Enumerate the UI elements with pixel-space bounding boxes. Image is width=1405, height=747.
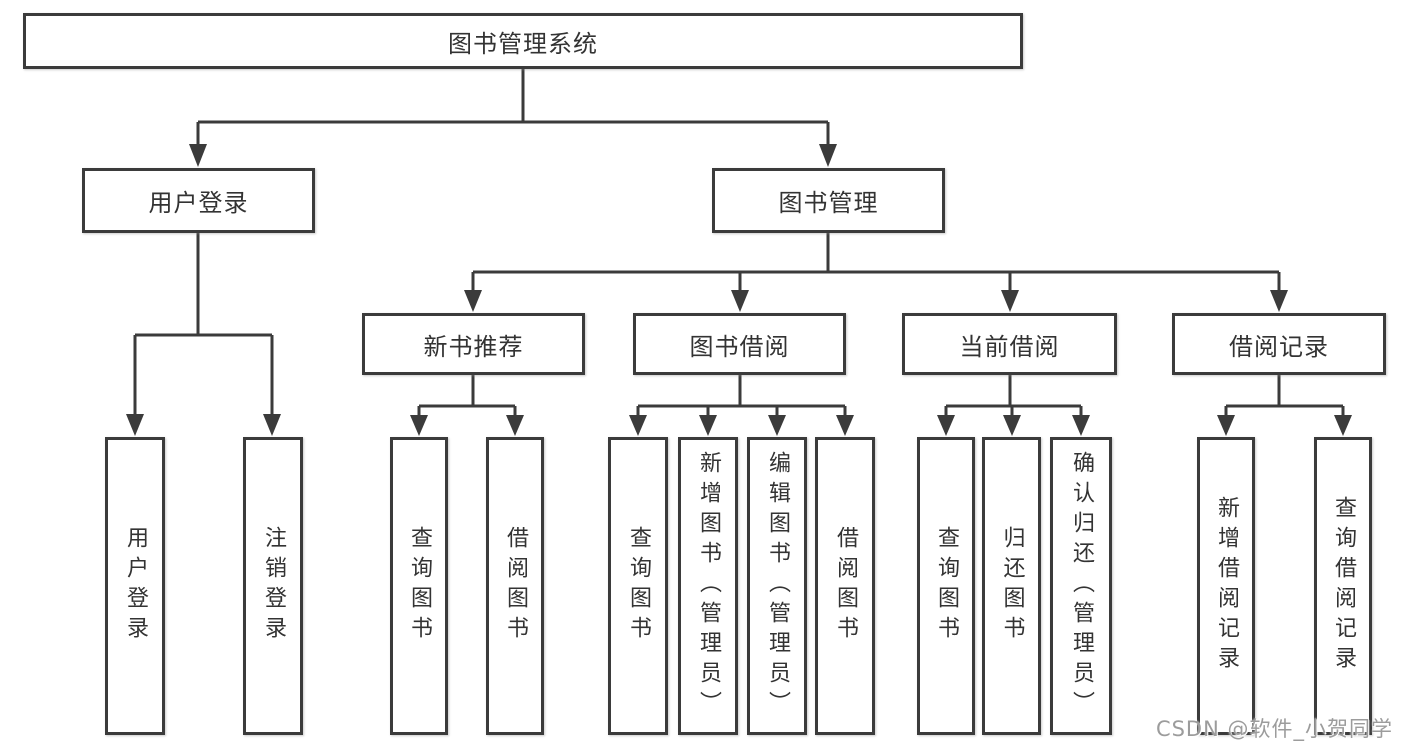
leaf-recommend-query-books: 查询图书 xyxy=(390,437,448,735)
arrowheads xyxy=(126,144,1352,436)
node-current-borrow: 当前借阅 xyxy=(902,313,1117,375)
leaf-records-add-record: 新增借阅记录 xyxy=(1197,437,1255,735)
leaf-records-query-record: 查询借阅记录 xyxy=(1314,437,1372,735)
leaf-login-logout: 注销登录 xyxy=(243,437,303,735)
node-book-manage: 图书管理 xyxy=(712,168,945,233)
node-new-book-recommend: 新书推荐 xyxy=(362,313,585,375)
leaf-borrow-borrow-books: 借阅图书 xyxy=(815,437,875,735)
leaf-login-user-login: 用户登录 xyxy=(105,437,165,735)
leaf-current-confirm-return-admin: 确认归还（管理员） xyxy=(1050,437,1112,735)
leaf-current-query-books: 查询图书 xyxy=(917,437,975,735)
csdn-watermark: CSDN @软件_小贺同学 xyxy=(1155,717,1393,741)
node-borrow-records: 借阅记录 xyxy=(1172,313,1386,375)
node-book-borrow: 图书借阅 xyxy=(633,313,846,375)
leaf-borrow-edit-books-admin: 编辑图书（管理员） xyxy=(747,437,807,735)
leaf-current-return-books: 归还图书 xyxy=(982,437,1041,735)
leaf-borrow-query-books: 查询图书 xyxy=(608,437,668,735)
node-user-login: 用户登录 xyxy=(82,168,315,233)
leaf-recommend-borrow-books: 借阅图书 xyxy=(486,437,544,735)
node-root-system: 图书管理系统 xyxy=(23,13,1023,69)
leaf-borrow-add-books-admin: 新增图书（管理员） xyxy=(678,437,738,735)
